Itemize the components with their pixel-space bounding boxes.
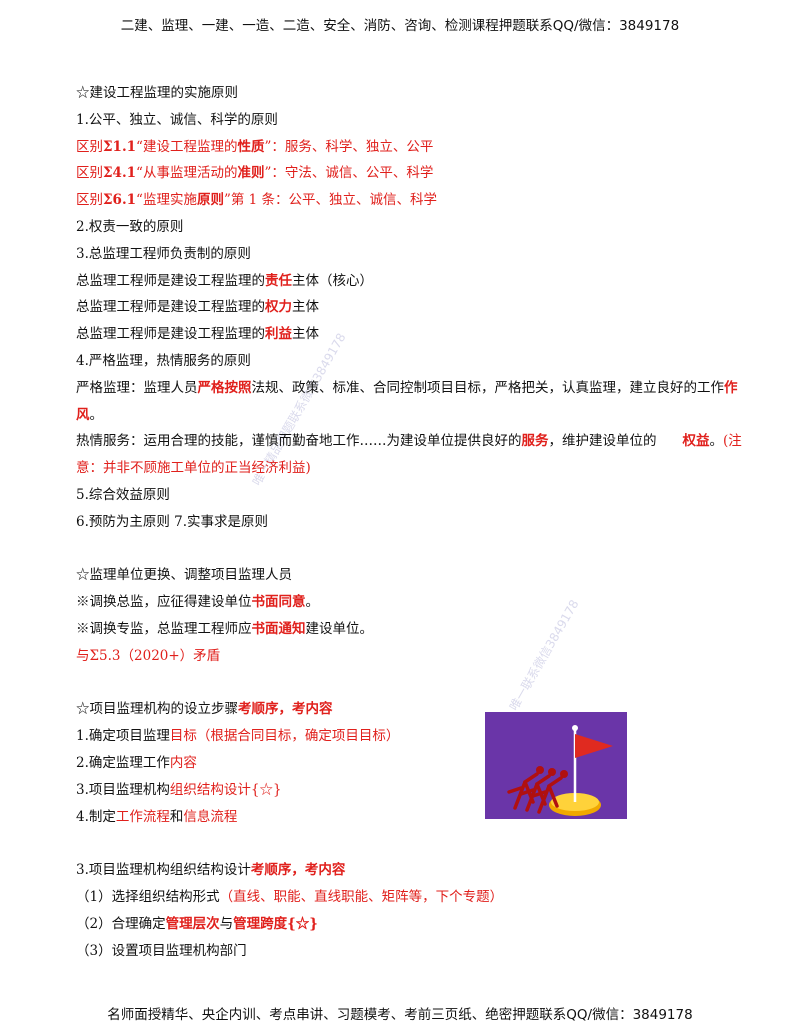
principle-item: 2.权责一致的原则 bbox=[76, 218, 184, 235]
strict-line: 严格监理：监理人员严格按照法规、政策、标准、合同控制项目目标，严格把关，认真监理… bbox=[76, 379, 738, 396]
principle-item: 6.预防为主原则 7.实事求是原则 bbox=[76, 513, 269, 530]
design-item: （3）设置项目监理机构部门 bbox=[76, 942, 247, 959]
principle-item: 3.总监理工程师负责制的原则 bbox=[76, 245, 251, 262]
section-title: ☆监理单位更换、调整项目监理人员 bbox=[76, 567, 292, 584]
document-body: ☆建设工程监理的实施原则 1.公平、独立、诚信、科学的原则 区别Σ1.1“建设工… bbox=[76, 80, 744, 964]
step-item: 4.制定工作流程和信息流程 bbox=[76, 808, 238, 825]
step-item: 2.确定监理工作内容 bbox=[76, 754, 197, 771]
director-line: 总监理工程师是建设工程监理的权力主体 bbox=[76, 299, 319, 316]
service-note: 意：并非不顾施工单位的正当经济利益) bbox=[76, 460, 311, 477]
step-item: 1.确定项目监理目标（根据合同目标，确定项目目标） bbox=[76, 728, 400, 745]
replace-line: ※调换专监，总监理工程师应书面通知建设单位。 bbox=[76, 620, 373, 637]
diff-line: 区别Σ4.1“从事监理活动的准则”：守法、诚信、公平、科学 bbox=[76, 165, 434, 182]
conflict-note: 与Σ5.3（2020+）矛盾 bbox=[76, 647, 221, 664]
goal-flag-picture bbox=[485, 712, 627, 819]
section-title: ☆项目监理机构的设立步骤考顺序，考内容 bbox=[76, 701, 333, 718]
strict-line-cont: 风。 bbox=[76, 406, 103, 423]
page-footer: 名师面授精华、央企内训、考点串讲、习题模考、考前三页纸、绝密押题联系QQ/微信：… bbox=[107, 1007, 693, 1023]
design-item: （1）选择组织结构形式（直线、职能、直线职能、矩阵等，下个专题） bbox=[76, 888, 504, 905]
principle-item: 4.严格监理，热情服务的原则 bbox=[76, 352, 251, 369]
director-line: 总监理工程师是建设工程监理的责任主体（核心） bbox=[76, 272, 373, 289]
design-item: （2）合理确定管理层次与管理跨度{☆} bbox=[76, 915, 318, 932]
replace-line: ※调换总监，应征得建设单位书面同意。 bbox=[76, 594, 319, 611]
director-line: 总监理工程师是建设工程监理的利益主体 bbox=[76, 326, 319, 343]
section-title: ☆建设工程监理的实施原则 bbox=[76, 85, 238, 101]
diff-line: 区别Σ1.1“建设工程监理的性质”：服务、科学、独立、公平 bbox=[76, 138, 434, 155]
section-title: 3.项目监理机构组织结构设计考顺序，考内容 bbox=[76, 862, 346, 879]
service-line: 热情服务：运用合理的技能，谨慎而勤奋地工作……为建设单位提供良好的服务，维护建设… bbox=[76, 433, 742, 450]
diff-line: 区别Σ6.1“监理实施原则”第 1 条：公平、独立、诚信、科学 bbox=[76, 192, 438, 209]
principle-item: 5.综合效益原则 bbox=[76, 486, 170, 503]
step-item: 3.项目监理机构组织结构设计{☆} bbox=[76, 781, 282, 798]
page-header: 二建、监理、一建、一造、二造、安全、消防、咨询、检测课程押题联系QQ/微信：38… bbox=[120, 18, 680, 34]
principle-item: 1.公平、独立、诚信、科学的原则 bbox=[76, 111, 278, 128]
